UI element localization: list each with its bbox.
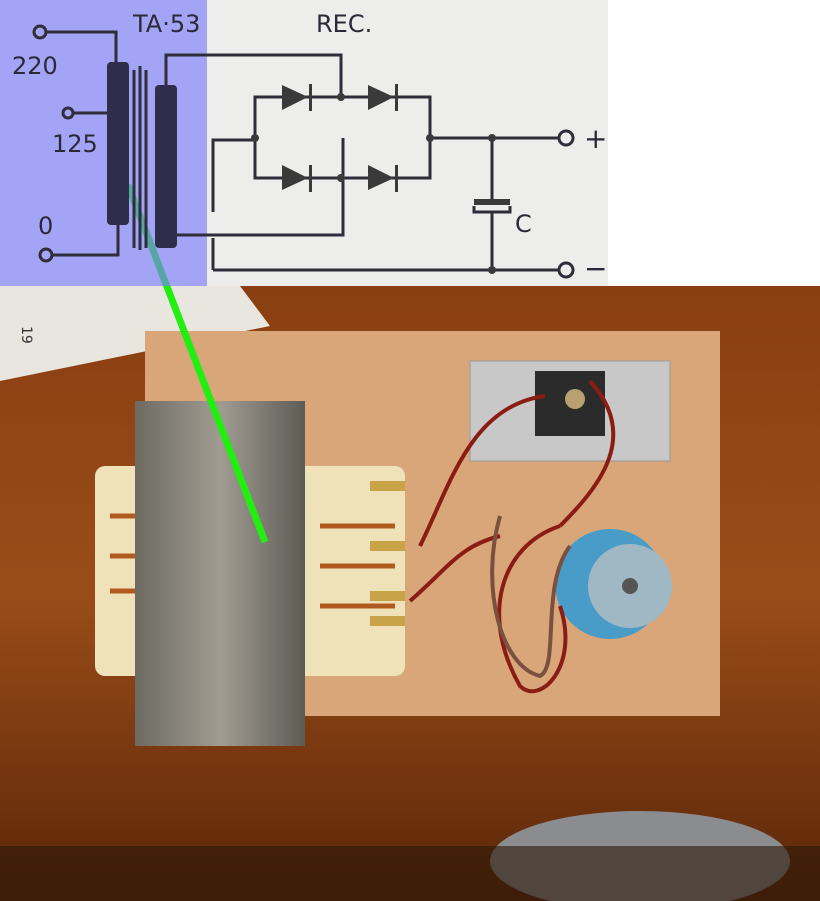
transformer-core <box>135 401 305 746</box>
input-label-125: 125 <box>52 130 98 158</box>
photo-drawing: 19 <box>0 286 820 901</box>
diode-2 <box>368 85 394 110</box>
wires <box>408 379 616 694</box>
diode-3 <box>282 165 308 190</box>
photo-transformer-board: 19 <box>0 286 820 901</box>
primary-winding <box>107 62 129 225</box>
terminal-plus <box>557 129 575 147</box>
rectifier-label: REC. <box>316 10 373 38</box>
transformer-label: TA·53 <box>133 10 201 38</box>
diodes <box>251 84 496 274</box>
diode-4 <box>368 165 394 190</box>
diode-1 <box>282 85 308 110</box>
capacitor-plate <box>474 199 510 205</box>
input-label-0: 0 <box>38 212 54 240</box>
output-minus-label: − <box>584 252 608 285</box>
terminal-0 <box>38 247 54 263</box>
terminal-125 <box>61 106 75 120</box>
terminal-minus <box>557 261 575 279</box>
capacitor-label: C <box>515 210 532 238</box>
input-label-220: 220 <box>12 52 58 80</box>
output-plus-label: + <box>584 122 608 155</box>
secondary-winding <box>155 85 177 248</box>
terminal-220 <box>32 24 48 40</box>
circuit-schematic: TA·53 REC. 220 125 0 + − C <box>0 0 608 286</box>
paper-page-number: 19 <box>18 326 34 344</box>
